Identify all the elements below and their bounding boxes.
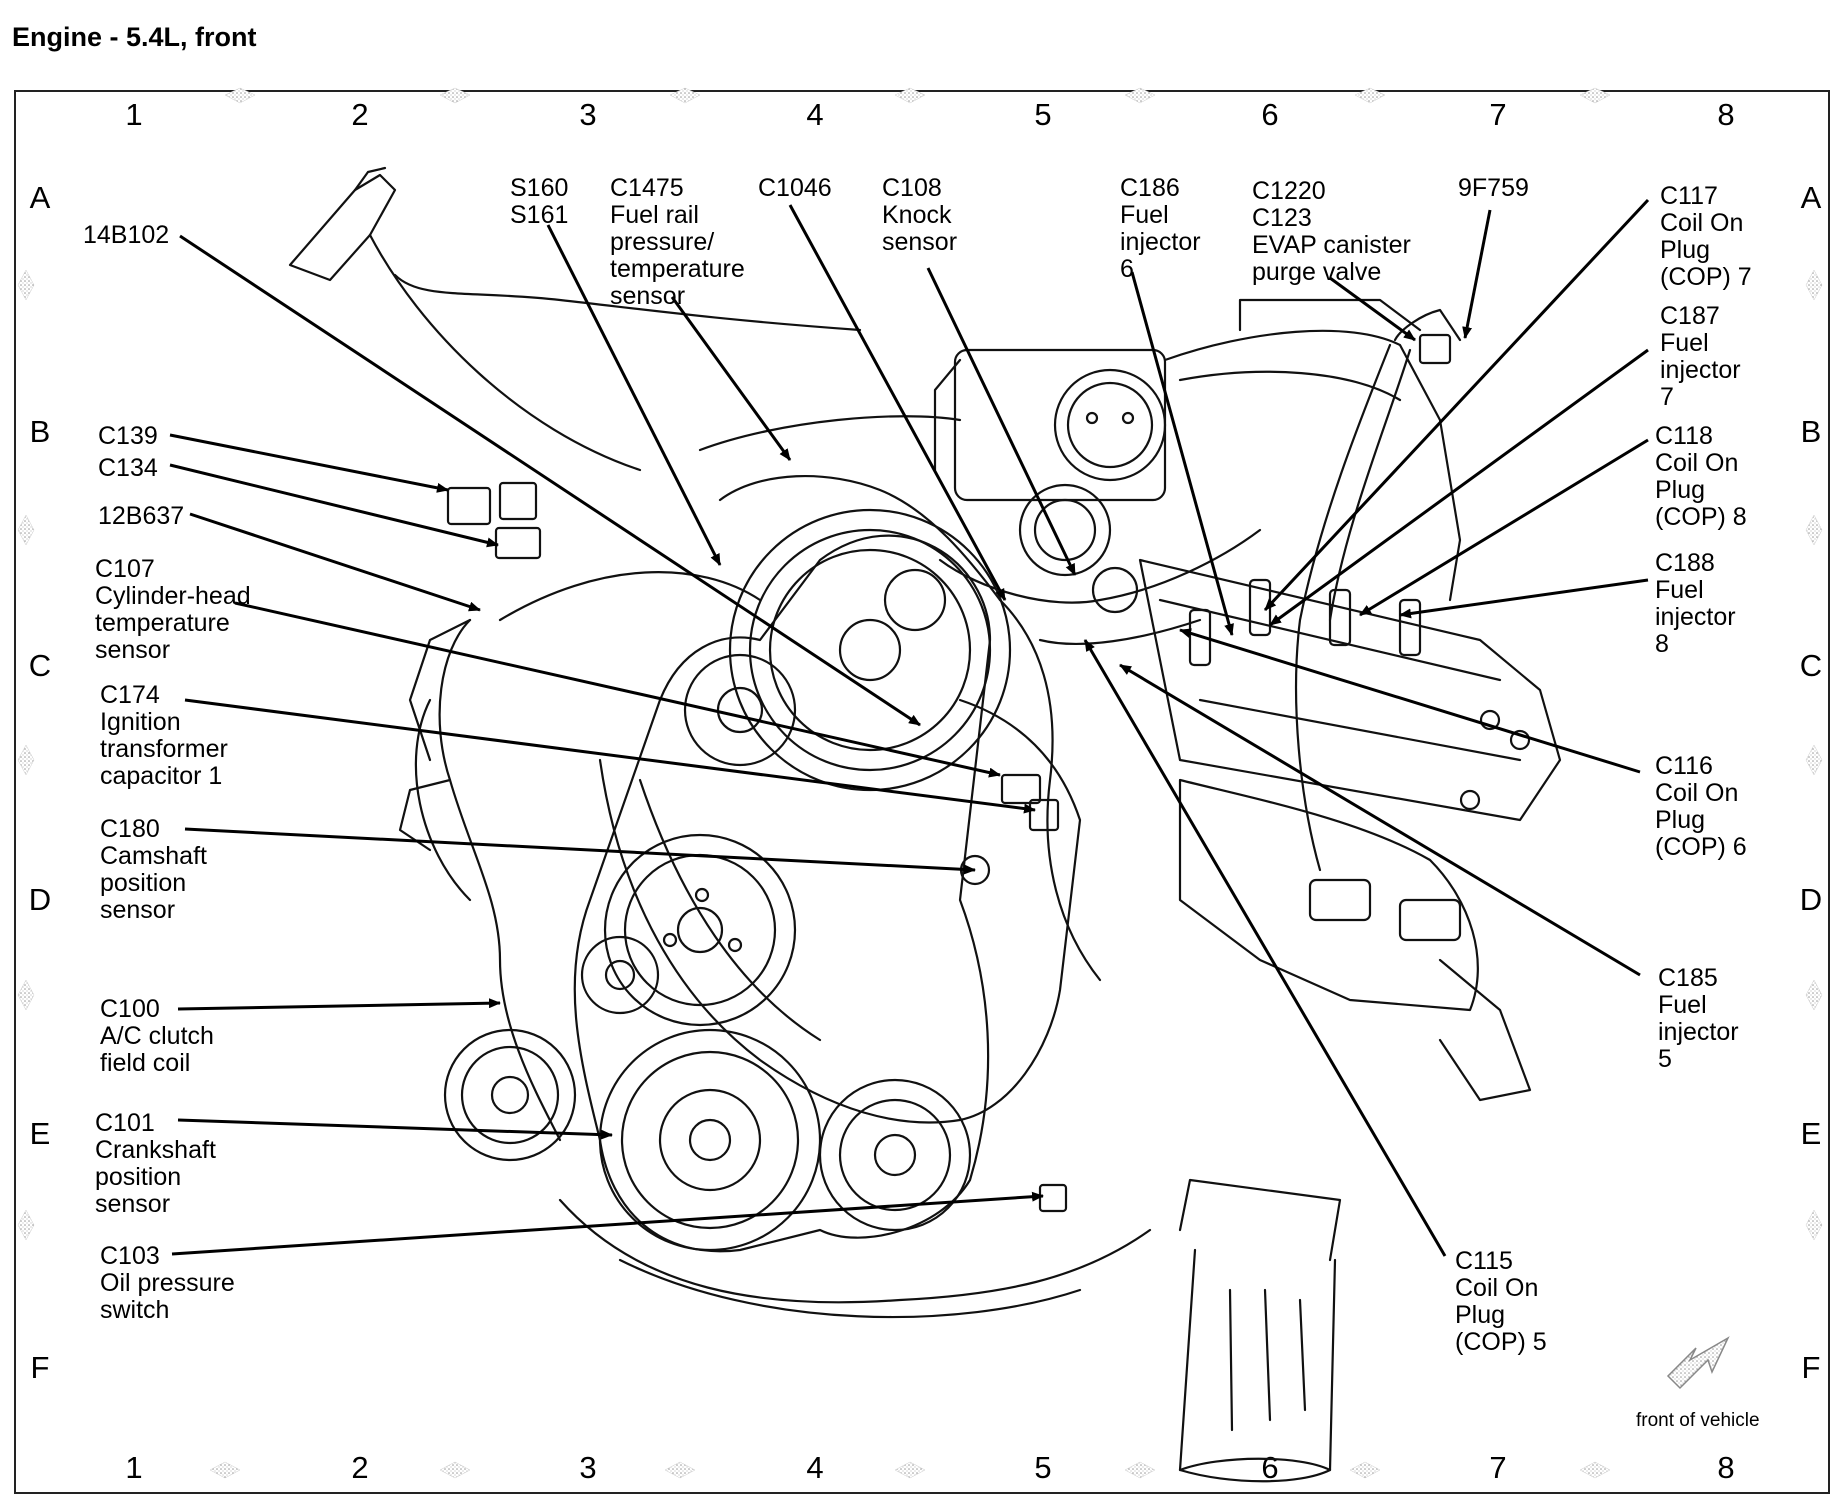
grid-row-D-right: D <box>1799 882 1823 917</box>
grid-col-3-bottom: 3 <box>579 1450 597 1485</box>
front-of-vehicle-label: front of vehicle <box>1636 1410 1760 1431</box>
page-title: Engine - 5.4L, front <box>12 22 257 52</box>
grid-col-8-top: 8 <box>1717 97 1735 132</box>
grid-row-A-left: A <box>29 180 51 215</box>
label-c108-knock-sensor: C108 Knock sensor <box>882 174 958 256</box>
grid-col-6-top: 6 <box>1261 97 1279 132</box>
label-c107-cht-sensor: C107 Cylinder-head temperature sensor <box>95 555 251 664</box>
label-c174-ignition-capacitor: C174 Ignition transformer capacitor 1 <box>100 681 228 790</box>
grid-row-C-left: C <box>28 648 52 683</box>
grid-col-4-bottom: 4 <box>806 1450 824 1485</box>
label-c185-fuel-injector-5: C185 Fuel injector 5 <box>1658 964 1739 1073</box>
grid-col-3-top: 3 <box>579 97 597 132</box>
grid-col-2-bottom: 2 <box>351 1450 369 1485</box>
label-c116-cop-6: C116 Coil On Plug (COP) 6 <box>1655 752 1747 861</box>
label-c1475-fuel-rail-sensor: C1475 Fuel rail pressure/ temperature se… <box>610 174 745 310</box>
grid-row-D-left: D <box>28 882 52 917</box>
label-s160-s161: S160 S161 <box>510 174 569 229</box>
label-c100-ac-clutch: C100 A/C clutch field coil <box>100 995 214 1077</box>
label-c186-fuel-injector-6: C186 Fuel injector 6 <box>1120 174 1201 283</box>
grid-col-2-top: 2 <box>351 97 369 132</box>
grid-col-1-top: 1 <box>125 97 143 132</box>
label-c1220-c123-evap: C1220 C123 EVAP canister purge valve <box>1252 177 1411 286</box>
grid-row-F-left: F <box>30 1350 50 1385</box>
grid-row-C-right: C <box>1799 648 1823 683</box>
grid-row-B-left: B <box>29 414 51 449</box>
grid-col-5-top: 5 <box>1034 97 1052 132</box>
grid-markers <box>17 87 1823 1479</box>
label-c180-cmp-sensor: C180 Camshaft position sensor <box>100 815 207 924</box>
grid-col-1-bottom: 1 <box>125 1450 143 1485</box>
grid-row-E-left: E <box>29 1116 51 1151</box>
grid-row-B-right: B <box>1800 414 1822 449</box>
label-9f759: 9F759 <box>1458 174 1529 202</box>
label-12b637: 12B637 <box>98 502 185 530</box>
diagram-frame <box>14 90 1830 1494</box>
grid-col-7-top: 7 <box>1489 97 1507 132</box>
grid-col-8-bottom: 8 <box>1717 1450 1735 1485</box>
grid-col-5-bottom: 5 <box>1034 1450 1052 1485</box>
grid-row-E-right: E <box>1800 1116 1822 1151</box>
label-c103-oil-pressure-switch: C103 Oil pressure switch <box>100 1242 235 1324</box>
engine-drawing <box>288 166 1562 1483</box>
label-c1046: C1046 <box>758 174 832 202</box>
grid-col-4-top: 4 <box>806 97 824 132</box>
grid-col-7-bottom: 7 <box>1489 1450 1507 1485</box>
leader-lines <box>169 198 1650 1257</box>
label-14b102: 14B102 <box>83 221 170 249</box>
label-c187-fuel-injector-7: C187 Fuel injector 7 <box>1660 302 1741 411</box>
label-c134: C134 <box>98 454 158 482</box>
front-of-vehicle-arrow-icon <box>1666 1336 1730 1390</box>
label-c139: C139 <box>98 422 158 450</box>
grid-row-A-right: A <box>1800 180 1822 215</box>
label-c101-ckp-sensor: C101 Crankshaft position sensor <box>95 1109 216 1218</box>
label-c115-cop-5: C115 Coil On Plug (COP) 5 <box>1455 1247 1547 1356</box>
label-c117-cop-7: C117 Coil On Plug (COP) 7 <box>1660 182 1752 291</box>
label-c188-fuel-injector-8: C188 Fuel injector 8 <box>1655 549 1736 658</box>
grid-row-F-right: F <box>1801 1350 1821 1385</box>
label-c118-cop-8: C118 Coil On Plug (COP) 8 <box>1655 422 1747 531</box>
